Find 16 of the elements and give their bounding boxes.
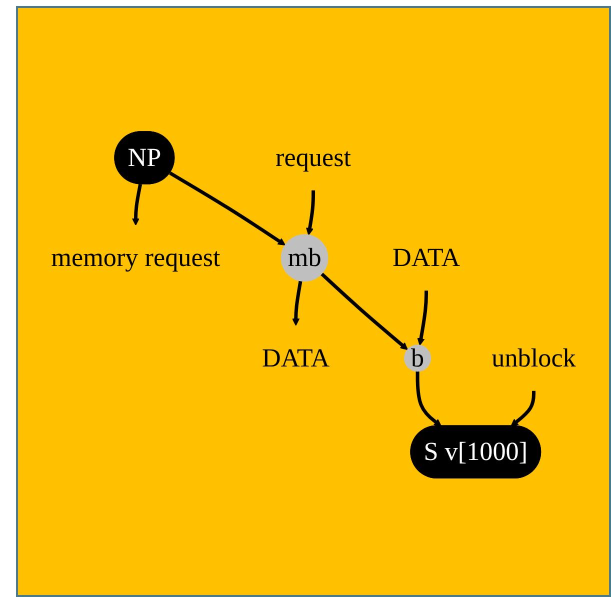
arrow: [306, 190, 316, 236]
arrow: [510, 390, 536, 426]
arrow: [292, 280, 302, 326]
arrow: [416, 371, 442, 426]
arrow: [169, 172, 286, 246]
node-text: DATA: [262, 344, 330, 373]
node-circle: [404, 344, 432, 372]
node-circle: [280, 234, 328, 282]
node-text: DATA: [392, 244, 460, 272]
arrow: [320, 272, 408, 350]
node-text: unblock: [492, 344, 576, 373]
arrow: [132, 184, 142, 226]
panel-background: NP memory request request mb DATA DATA b unblock S v[1000]: [16, 6, 611, 597]
node-text: request: [276, 143, 352, 172]
node-text: memory request: [51, 244, 220, 272]
arrow: [417, 290, 428, 346]
